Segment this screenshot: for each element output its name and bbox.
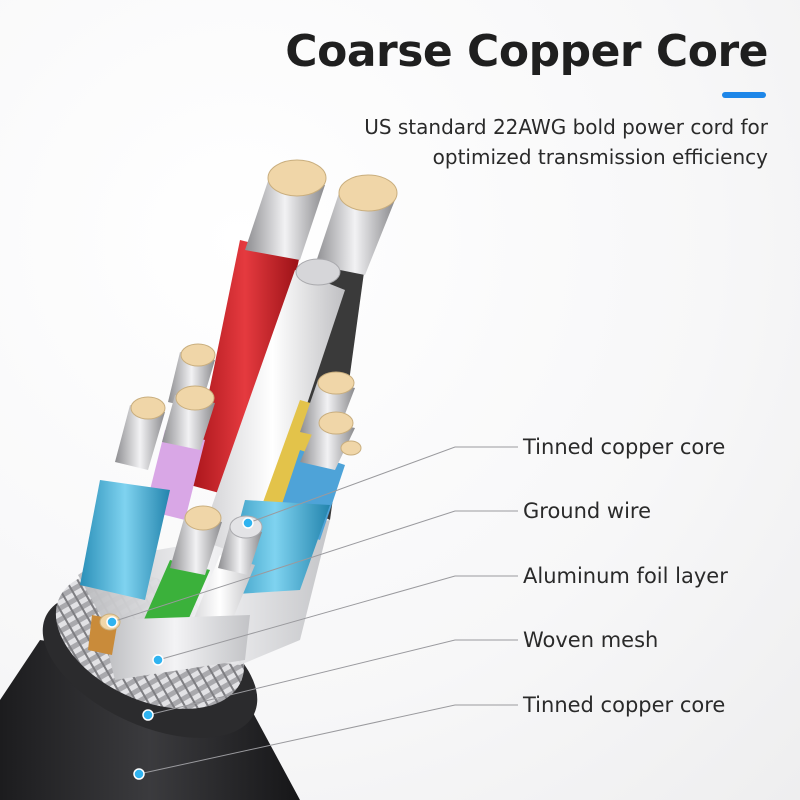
- marker-dot: [242, 517, 254, 529]
- leader-line-2: [111, 510, 518, 623]
- callout-lines: [111, 446, 518, 775]
- marker-dot: [133, 768, 145, 780]
- strand-bundles: [99, 159, 398, 631]
- callout-label-ground-wire: Ground wire: [523, 499, 652, 523]
- callout-label-woven-mesh: Woven mesh: [523, 628, 659, 652]
- marker-dots: [106, 517, 254, 780]
- cyan-pair-left: [80, 480, 170, 600]
- title-accent-bar: [722, 92, 766, 98]
- white-wire: [200, 270, 345, 560]
- leader-line-5: [138, 704, 518, 775]
- marker-dot: [152, 654, 164, 666]
- leader-line-3: [157, 575, 518, 661]
- marker-dot: [106, 616, 118, 628]
- callout-label-tinned-core-1: Tinned copper core: [523, 435, 726, 459]
- subtitle: US standard 22AWG bold power cord for op…: [308, 112, 768, 172]
- subtitle-line-1: US standard 22AWG bold power cord for: [364, 115, 768, 139]
- page-title: Coarse Copper Core: [285, 26, 768, 77]
- callout-label-foil-layer: Aluminum foil layer: [523, 564, 728, 588]
- callout-label-tinned-core-2: Tinned copper core: [523, 693, 726, 717]
- red-wire: [190, 240, 300, 500]
- leader-line-4: [147, 639, 518, 716]
- marker-dot: [142, 709, 154, 721]
- subtitle-line-2: optimized transmission efficiency: [432, 145, 768, 169]
- leader-line-1: [247, 446, 518, 524]
- foil-wrap-front: [100, 615, 250, 680]
